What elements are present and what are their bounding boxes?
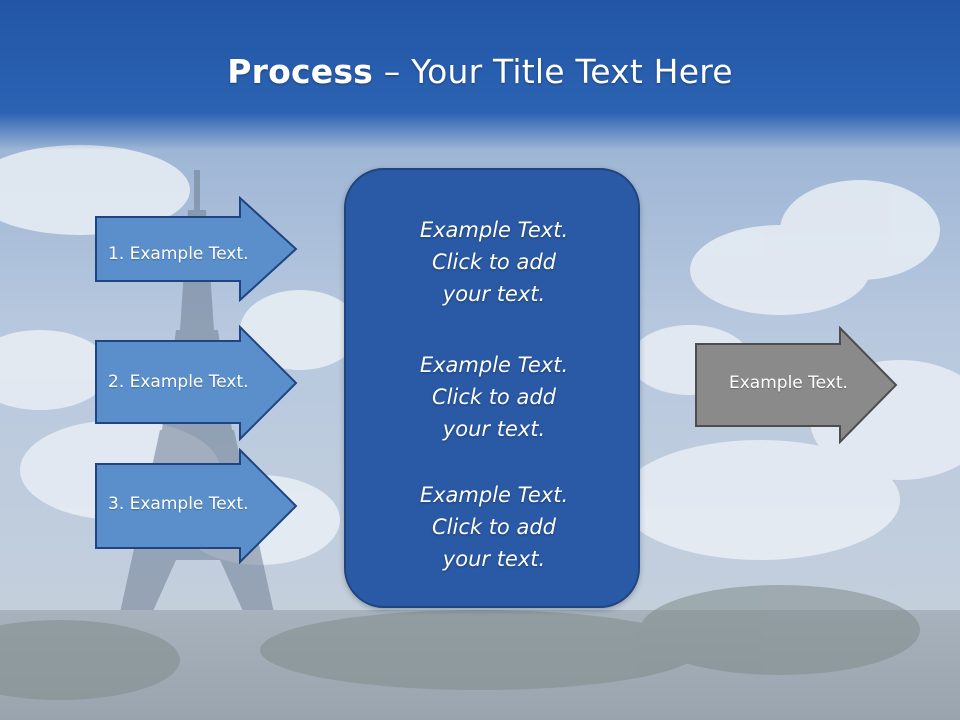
center-text-line: Example Text.: [419, 353, 569, 377]
title-bar: [0, 0, 960, 150]
center-text-block-3: Example Text. Click to add your text.: [346, 479, 642, 575]
slide-title: Process – Your Title Text Here: [0, 52, 960, 91]
left-arrow-3-label: 3. Example Text.: [108, 494, 249, 514]
left-arrow-1: [95, 196, 298, 302]
center-text-block-1: Example Text. Click to add your text.: [346, 214, 642, 310]
center-text-line: Example Text.: [419, 218, 569, 242]
right-arrow: [695, 326, 898, 444]
left-arrow-2-label: 2. Example Text.: [108, 372, 249, 392]
center-text-block-2: Example Text. Click to add your text.: [346, 349, 642, 445]
center-text-line: your text.: [442, 417, 546, 441]
center-text-line: Example Text.: [419, 483, 569, 507]
left-arrow-2: [95, 325, 298, 441]
center-text-line: your text.: [442, 282, 546, 306]
center-text-box: Example Text. Click to add your text. Ex…: [344, 168, 640, 608]
slide-title-bold: Process: [227, 52, 374, 91]
right-arrow-label: Example Text.: [729, 373, 848, 393]
center-text-line: Click to add: [431, 385, 556, 409]
center-text-line: your text.: [442, 547, 546, 571]
slide-title-rest: – Your Title Text Here: [373, 52, 733, 91]
center-text-line: Click to add: [431, 250, 556, 274]
left-arrow-1-label: 1. Example Text.: [108, 244, 249, 264]
left-arrow-3: [95, 448, 298, 564]
center-text-line: Click to add: [431, 515, 556, 539]
